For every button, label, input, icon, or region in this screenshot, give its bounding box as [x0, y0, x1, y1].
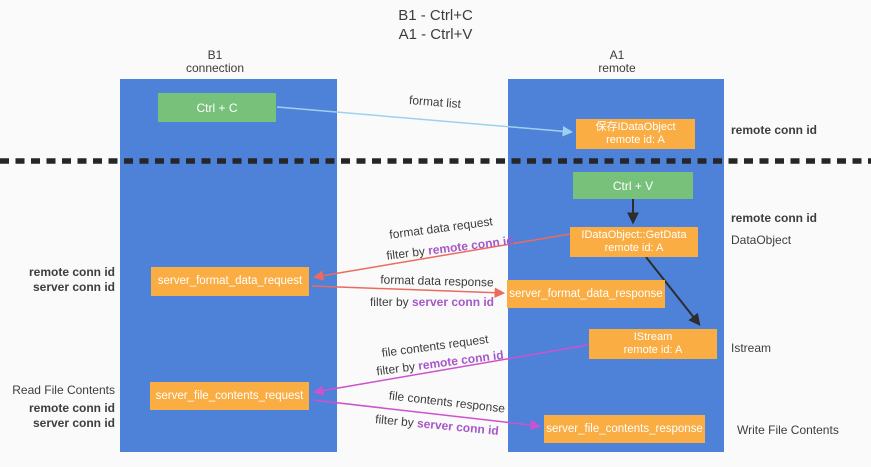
annotation-left-remote-conn-id-2: remote conn id: [28, 401, 115, 415]
server-conn-id-text: server conn id: [416, 416, 500, 438]
annotation-left-server-conn-id-2: server conn id: [32, 416, 115, 430]
node-server-format-data-request-label: server_format_data_request: [157, 275, 303, 287]
filter-by-text: filter by: [374, 412, 418, 431]
annotation-write-file-contents: Write File Contents: [737, 423, 839, 437]
annotation-remote-conn-id-mid: remote conn id: [731, 211, 818, 225]
title-line-1: B1 - Ctrl+C: [398, 7, 473, 24]
title-line-2: A1 - Ctrl+V: [398, 26, 473, 43]
annotation-remote-conn-id-top: remote conn id: [731, 123, 818, 137]
annotation-left-server-conn-id-1: server conn id: [32, 280, 115, 294]
annotation-left-remote-conn-id-1: remote conn id: [28, 265, 115, 279]
node-istream-line2: remote id: A: [623, 344, 683, 356]
node-server-format-data-request: server_format_data_request: [151, 267, 309, 296]
node-ctrl-c-label: Ctrl + C: [196, 100, 238, 115]
node-idataobject-getdata: IDataObject::GetData remote id: A: [570, 227, 698, 257]
filter-by-text: filter by: [375, 358, 420, 379]
lifeline-b1-subtitle: connection: [185, 61, 245, 75]
remote-conn-id-text: remote conn id: [427, 233, 515, 258]
node-server-format-data-response-label: server_format_data_response: [509, 287, 663, 300]
label-filter-by-server-1: filter by server conn id: [332, 295, 532, 309]
node-save-idataobject: 保存IDataObject remote id: A: [576, 119, 695, 149]
filter-by-text: filter by: [385, 243, 430, 263]
node-server-file-contents-response: server_file_contents_response: [544, 415, 705, 443]
node-server-format-data-response: server_format_data_response: [507, 280, 665, 308]
lifeline-a1-subtitle: remote: [598, 61, 636, 75]
annotation-istream: Istream: [731, 341, 772, 355]
column-header-b1: B1 connection: [145, 49, 285, 75]
node-ctrl-c: Ctrl + C: [158, 93, 276, 122]
annotation-read-file-contents: Read File Contents: [12, 383, 115, 397]
node-server-file-contents-response-label: server_file_contents_response: [546, 422, 703, 435]
node-istream-line1: IStream: [633, 331, 673, 343]
node-getdata-line2: remote id: A: [604, 242, 664, 254]
node-istream: IStream remote id: A: [589, 329, 717, 359]
label-format-list: format list: [408, 92, 462, 112]
server-conn-id-text: server conn id: [411, 295, 495, 309]
node-ctrl-v: Ctrl + V: [573, 172, 693, 199]
node-save-idataobject-line1: 保存IDataObject: [595, 121, 676, 133]
diagram-title: B1 - Ctrl+C A1 - Ctrl+V: [0, 6, 871, 44]
lifeline-a1-name: A1: [609, 48, 625, 62]
node-ctrl-v-label: Ctrl + V: [612, 178, 654, 193]
node-server-file-contents-request: server_file_contents_request: [150, 382, 309, 410]
node-server-file-contents-request-label: server_file_contents_request: [155, 389, 304, 402]
filter-by-text: filter by: [369, 295, 412, 309]
node-getdata-line1: IDataObject::GetData: [581, 229, 687, 241]
column-header-a1: A1 remote: [547, 49, 687, 75]
annotation-dataobject: DataObject: [731, 233, 792, 247]
node-save-idataobject-line2: remote id: A: [606, 134, 665, 146]
lifeline-b1-name: B1: [207, 48, 223, 62]
